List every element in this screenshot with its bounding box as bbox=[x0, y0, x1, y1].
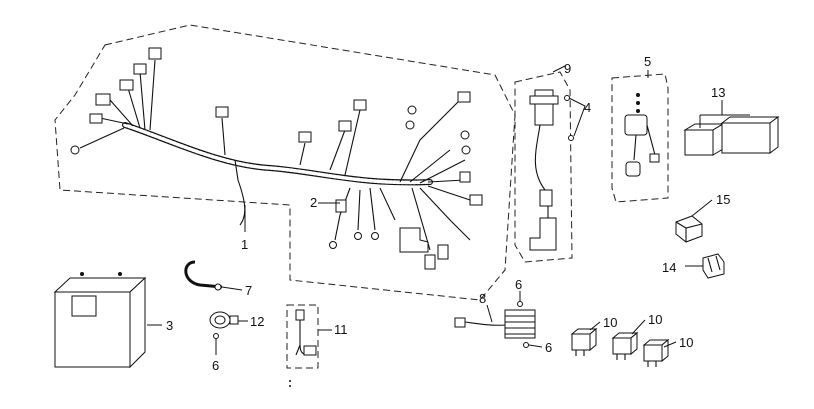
callout-6b: 6 bbox=[515, 277, 522, 292]
battery bbox=[53, 272, 147, 369]
callout-10b: 10 bbox=[648, 312, 662, 327]
callout-5: 5 bbox=[644, 54, 651, 69]
wiring-harness bbox=[54, 24, 516, 301]
callout-4: 4 bbox=[584, 100, 591, 115]
callout-6a: 6 bbox=[212, 358, 219, 373]
callout-2: 2 bbox=[310, 195, 317, 210]
callout-12: 12 bbox=[250, 314, 264, 329]
callout-13: 13 bbox=[711, 85, 725, 100]
harness-dashed-outline bbox=[54, 24, 516, 301]
regulator-rectifier bbox=[454, 301, 536, 348]
callout-10a: 10 bbox=[603, 315, 617, 330]
fuse-holder bbox=[702, 253, 725, 279]
callout-3: 3 bbox=[166, 318, 173, 333]
relay-1 bbox=[570, 327, 598, 356]
control-unit bbox=[683, 116, 780, 156]
callout-14: 14 bbox=[662, 260, 676, 275]
callout-9: 9 bbox=[564, 61, 571, 76]
rubber-band bbox=[184, 260, 223, 291]
relay-3 bbox=[642, 338, 670, 367]
callout-15: 15 bbox=[716, 192, 730, 207]
callout-1: 1 bbox=[241, 237, 248, 252]
callout-6c: 6 bbox=[545, 340, 552, 355]
callout-11: 11 bbox=[334, 322, 348, 337]
sub-harness bbox=[286, 304, 319, 369]
bolts bbox=[564, 95, 574, 141]
switch-unit bbox=[611, 73, 669, 203]
callout-8: 8 bbox=[479, 291, 486, 306]
callout-10c: 10 bbox=[679, 335, 693, 350]
callout-7: 7 bbox=[245, 283, 252, 298]
relay-2 bbox=[611, 331, 639, 360]
horn bbox=[209, 311, 239, 339]
relay-unit-15 bbox=[675, 215, 703, 243]
ignition-coil bbox=[514, 71, 573, 263]
